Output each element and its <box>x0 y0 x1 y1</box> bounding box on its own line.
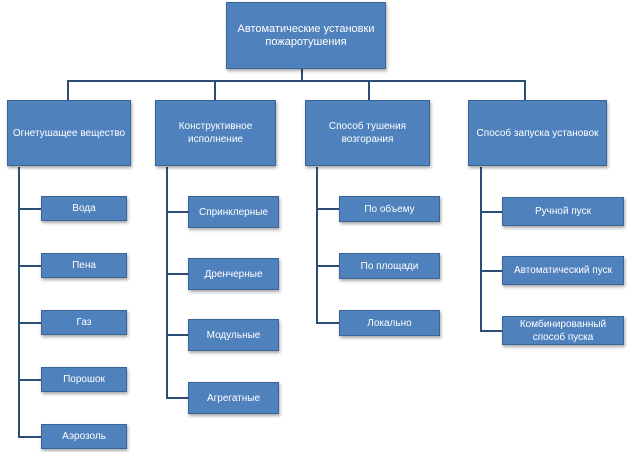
category-node-extinguishing-method: Способ тушения возгорания <box>305 100 430 166</box>
connector-col3-tick <box>316 322 339 324</box>
leaf-node: Вода <box>41 196 127 221</box>
leaf-node: Спринклерные <box>188 196 279 228</box>
connector-col1-tick <box>18 265 41 267</box>
connector-col1-spine <box>18 167 20 437</box>
leaf-node: Ручной пуск <box>502 197 624 226</box>
leaf-node: По объему <box>339 196 440 222</box>
connector-cat-2 <box>214 80 216 100</box>
category-node-extinguishing-agent: Огнетушащее вещество <box>7 100 131 166</box>
connector-col3-tick <box>316 208 339 210</box>
leaf-node: Модульные <box>188 319 279 351</box>
leaf-node: Порошок <box>41 367 127 392</box>
connector-col1-tick <box>18 322 41 324</box>
leaf-node: По площади <box>339 253 440 279</box>
connector-col1-tick <box>18 208 41 210</box>
root-node: Автоматические установки пожаротушения <box>226 2 386 69</box>
connector-horizontal-bus <box>67 80 525 82</box>
connector-cat-4 <box>524 80 526 100</box>
leaf-node: Агрегатные <box>188 382 279 414</box>
leaf-node: Дренчерные <box>188 258 279 290</box>
connector-col4-spine <box>480 167 482 331</box>
leaf-node: Аэрозоль <box>41 424 127 449</box>
connector-col2-tick <box>166 397 188 399</box>
connector-col2-tick <box>166 211 188 213</box>
leaf-node: Пена <box>41 253 127 278</box>
connector-col2-tick <box>166 334 188 336</box>
connector-cat-3 <box>368 80 370 100</box>
category-node-launch-method: Способ запуска установок <box>468 100 607 166</box>
leaf-node: Автоматический пуск <box>502 256 624 285</box>
connector-col4-tick <box>480 211 502 213</box>
leaf-node: Комбинированный способ пуска <box>502 316 624 345</box>
connector-col2-spine <box>166 167 168 398</box>
connector-col2-tick <box>166 273 188 275</box>
connector-col1-tick <box>18 436 41 438</box>
connector-col3-spine <box>316 167 318 324</box>
category-node-design: Конструктивное исполнение <box>155 100 276 166</box>
connector-col1-tick <box>18 379 41 381</box>
connector-col3-tick <box>316 265 339 267</box>
connector-cat-1 <box>67 80 69 100</box>
connector-col4-tick <box>480 330 502 332</box>
leaf-node: Локально <box>339 310 440 336</box>
connector-root-down <box>301 69 303 81</box>
leaf-node: Газ <box>41 310 127 335</box>
connector-col4-tick <box>480 270 502 272</box>
